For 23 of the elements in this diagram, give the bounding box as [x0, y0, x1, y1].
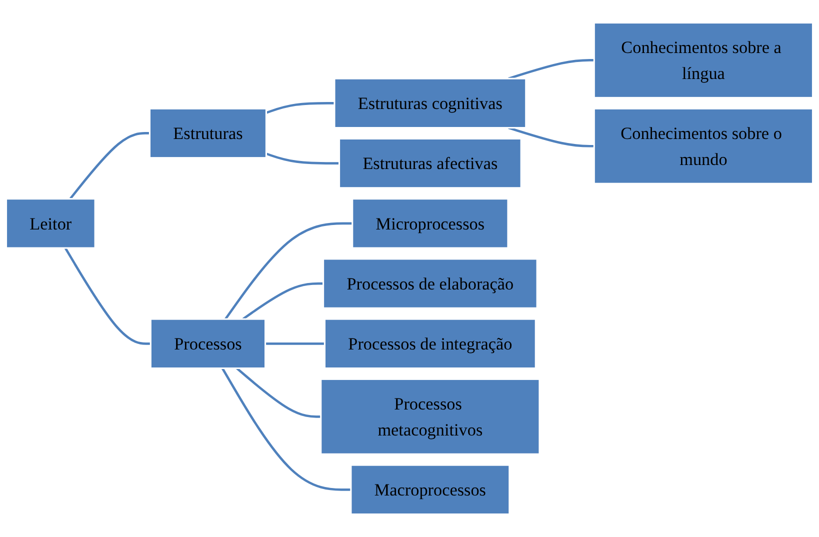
connector [266, 152, 340, 164]
connector [266, 102, 334, 114]
node-box: Leitor [5, 198, 96, 249]
node-box: Conhecimentos sobre a língua [593, 22, 814, 98]
connector [242, 282, 324, 320]
connector [224, 222, 352, 320]
node-box: Processos metacognitivos [320, 378, 540, 455]
node-box: Estruturas [148, 108, 267, 159]
connector [69, 132, 150, 200]
node-box: Processos de elaboração [322, 258, 538, 309]
node-box: Macroprocessos [350, 464, 510, 516]
node-box: Estruturas cognitivas [334, 78, 527, 129]
node-box: Microprocessos [352, 198, 509, 249]
node-box: Processos de integração [324, 318, 536, 370]
connector [508, 59, 594, 80]
connector [221, 368, 351, 491]
node-box: Estruturas afectivas [338, 138, 522, 189]
connector [508, 126, 594, 148]
node-box: Processos [150, 318, 266, 370]
connector [236, 367, 321, 418]
connector [265, 342, 325, 345]
connector [64, 247, 151, 345]
node-box: Conhecimentos sobre o mundo [593, 108, 814, 184]
